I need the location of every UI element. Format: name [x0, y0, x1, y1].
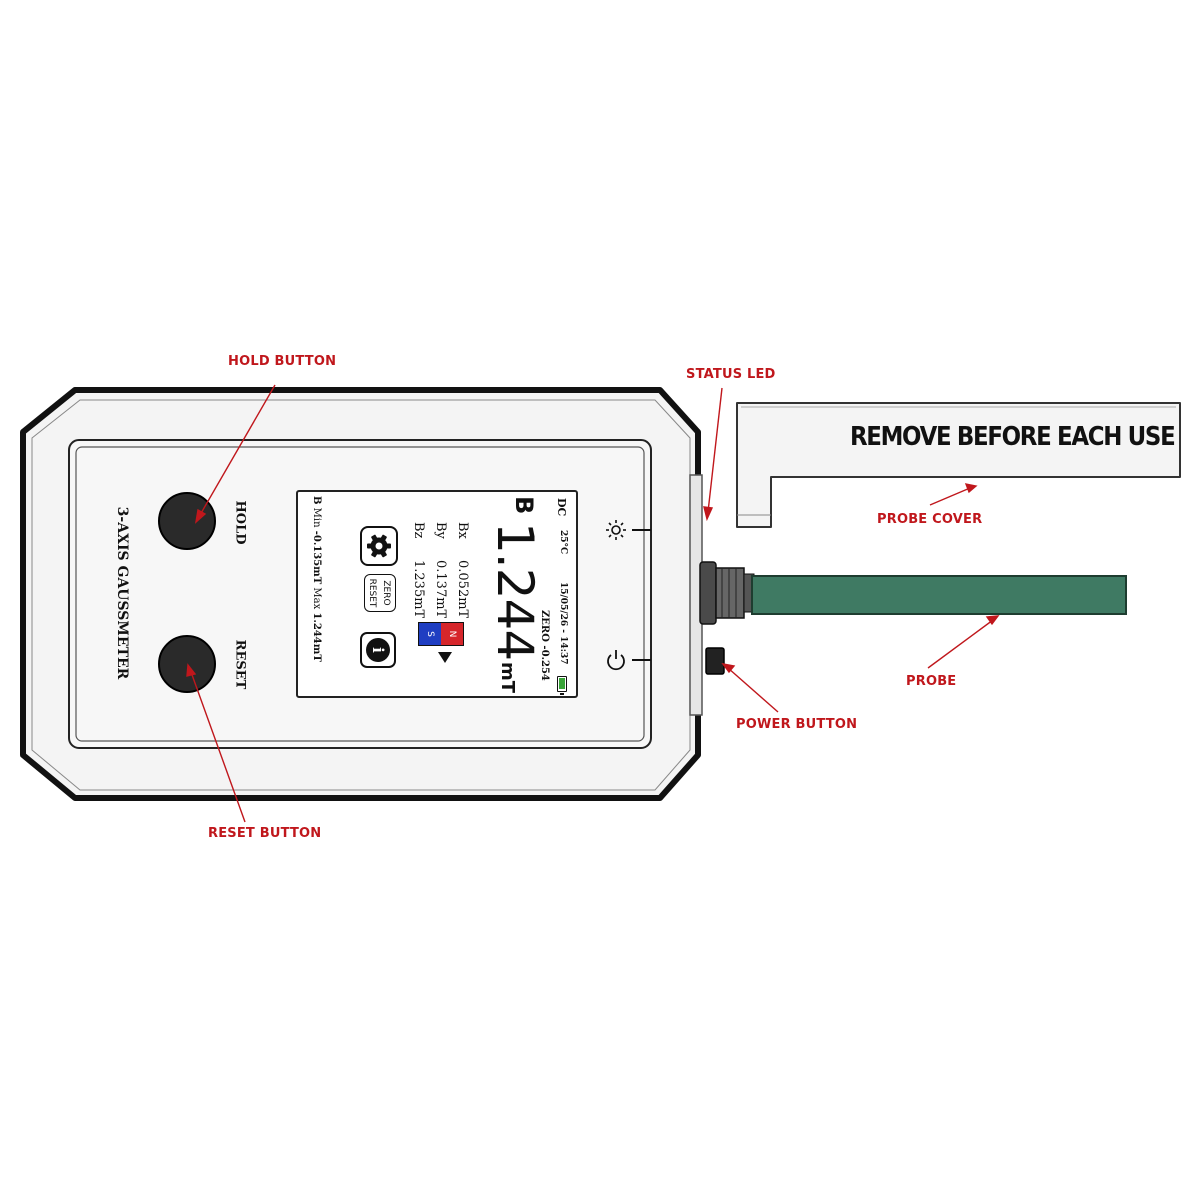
battery-icon — [557, 676, 567, 695]
device-name: 3-AXIS GAUSSMETER — [114, 506, 130, 680]
zero-reset-button[interactable]: ZERO RESET — [364, 574, 396, 612]
min-value: -0.135mT — [311, 530, 322, 585]
hold-button[interactable] — [158, 492, 216, 550]
arrow-icon — [438, 652, 452, 663]
probe — [751, 575, 1127, 615]
gear-icon — [367, 534, 391, 558]
by-label: By — [433, 522, 448, 539]
magnet-indicator: N S — [418, 622, 464, 646]
zero-reset-line2: RESET — [367, 578, 377, 608]
power-button[interactable] — [705, 647, 725, 675]
reset-button-callout: RESET BUTTON — [208, 826, 322, 841]
hold-button-callout: HOLD BUTTON — [228, 354, 337, 369]
temperature-readout: 25°C — [558, 530, 568, 555]
settings-button[interactable] — [360, 526, 398, 566]
b-unit: mT — [497, 662, 518, 694]
sun-icon — [606, 520, 626, 540]
magnet-south: S — [419, 623, 441, 645]
min-label: Min — [311, 507, 322, 528]
datetime-readout: 15/05/26 - 14:37 — [558, 582, 568, 665]
hold-label: HOLD — [232, 500, 248, 545]
status-led-callout: STATUS LED — [686, 367, 776, 382]
minmax-b: B — [311, 496, 322, 505]
zero-reset-line1: ZERO — [381, 580, 391, 606]
power-button-callout: POWER BUTTON — [736, 717, 858, 732]
reset-button[interactable] — [158, 635, 216, 693]
max-value: 1.244mT — [311, 612, 322, 662]
probe-cover — [736, 402, 1181, 528]
reset-label: RESET — [232, 639, 248, 690]
probe-cover-text: REMOVE BEFORE EACH USE — [850, 422, 1176, 452]
bx-label: Bx — [455, 522, 470, 539]
lcd-screen: DC 25°C 15/05/26 - 14:37 ZERO -0.254 B 1… — [296, 490, 578, 698]
probe-cover-callout: PROBE COVER — [877, 512, 983, 527]
max-label: Max — [311, 587, 322, 610]
minmax-row: B Min -0.135mT Max 1.244mT — [311, 496, 322, 662]
magnet-north: N — [441, 623, 463, 645]
probe-connector — [699, 561, 755, 625]
bz-label: Bz — [411, 522, 426, 539]
mode-indicator: DC — [555, 498, 568, 517]
info-button[interactable]: i — [360, 632, 396, 668]
bz-value: 1.235mT — [411, 560, 426, 619]
info-icon: i — [366, 638, 390, 662]
power-icon — [607, 650, 625, 671]
b-symbol: B — [510, 496, 538, 515]
by-value: 0.137mT — [433, 560, 448, 619]
b-value: 1.244 — [486, 522, 544, 661]
bx-value: 0.052mT — [455, 560, 470, 619]
probe-callout: PROBE — [906, 674, 957, 689]
